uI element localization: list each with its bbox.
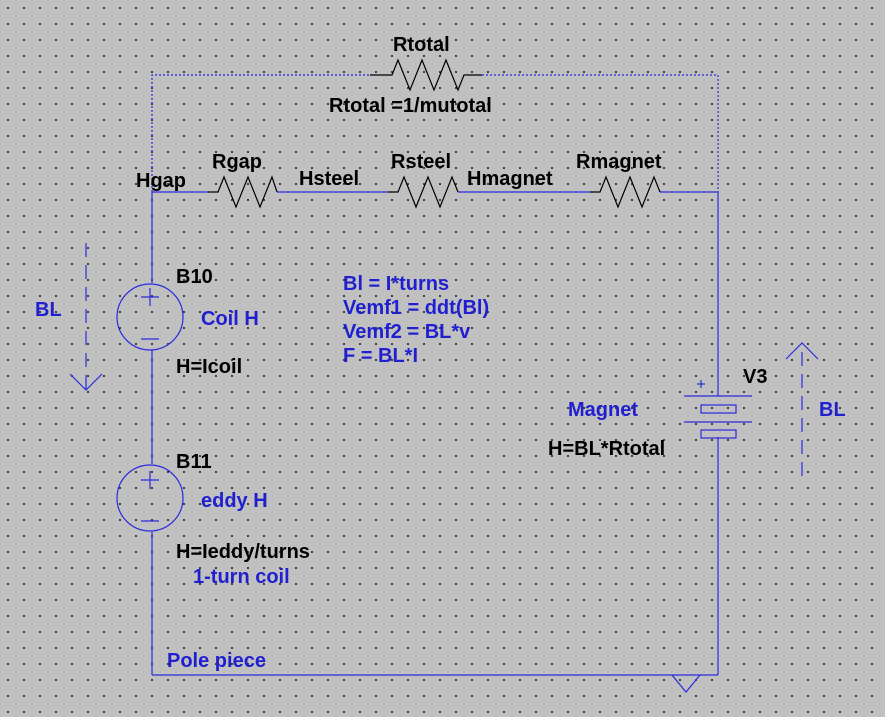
equation-line[interactable]: Bl = I*turns	[343, 273, 450, 295]
b10-name[interactable]: B10	[176, 266, 213, 288]
net-hgap[interactable]: Hgap	[136, 170, 186, 192]
bl-arrow-down-icon	[69, 243, 103, 391]
rsteel-resistor[interactable]	[388, 175, 459, 209]
equation-line[interactable]: Vemf2 = BL*v	[343, 321, 471, 343]
bl-arrow-up-icon	[785, 342, 819, 476]
b11-note[interactable]: 1-turn coil	[193, 566, 290, 588]
rtotal-name[interactable]: Rtotal	[393, 34, 450, 56]
rtotal-dotted-wire	[151, 74, 719, 192]
net-hmagnet[interactable]: Hmagnet	[467, 168, 553, 190]
rgap-name[interactable]: Rgap	[212, 151, 262, 173]
v3-label[interactable]: Magnet	[568, 399, 638, 421]
v3-battery[interactable]	[684, 380, 752, 439]
b11-name[interactable]: B11	[176, 451, 212, 473]
net-hsteel[interactable]: Hsteel	[299, 168, 360, 190]
b11-source[interactable]	[116, 464, 184, 532]
rmagnet-resistor[interactable]	[590, 175, 661, 209]
rsteel-name[interactable]: Rsteel	[391, 151, 452, 173]
rgap-resistor[interactable]	[208, 175, 278, 209]
b11-value[interactable]: H=Ieddy/turns	[176, 541, 310, 563]
bl-label-right[interactable]: BL	[819, 399, 846, 421]
ground-flag-icon	[671, 674, 701, 693]
rmagnet-name[interactable]: Rmagnet	[576, 151, 662, 173]
b10-value[interactable]: H=Icoil	[176, 356, 243, 378]
rtotal-value[interactable]: Rtotal =1/mutotal	[329, 95, 492, 117]
b10-source[interactable]	[116, 283, 184, 351]
b10-label[interactable]: Coil H	[201, 308, 259, 330]
equations-block: Bl = I*turns Vemf1 = ddt(Bl) Vemf2 = BL*…	[343, 273, 489, 367]
net-pole-piece[interactable]: Pole piece	[167, 650, 266, 672]
equation-line[interactable]: F = BL*I	[343, 345, 419, 367]
v3-name[interactable]: V3	[743, 366, 768, 388]
rtotal-resistor[interactable]	[370, 58, 482, 92]
b11-label[interactable]: eddy H	[201, 490, 268, 512]
bl-label-left[interactable]: BL	[35, 299, 62, 321]
equation-line[interactable]: Vemf1 = ddt(Bl)	[343, 297, 490, 319]
v3-value[interactable]: H=BL*Rtotal	[548, 438, 666, 460]
